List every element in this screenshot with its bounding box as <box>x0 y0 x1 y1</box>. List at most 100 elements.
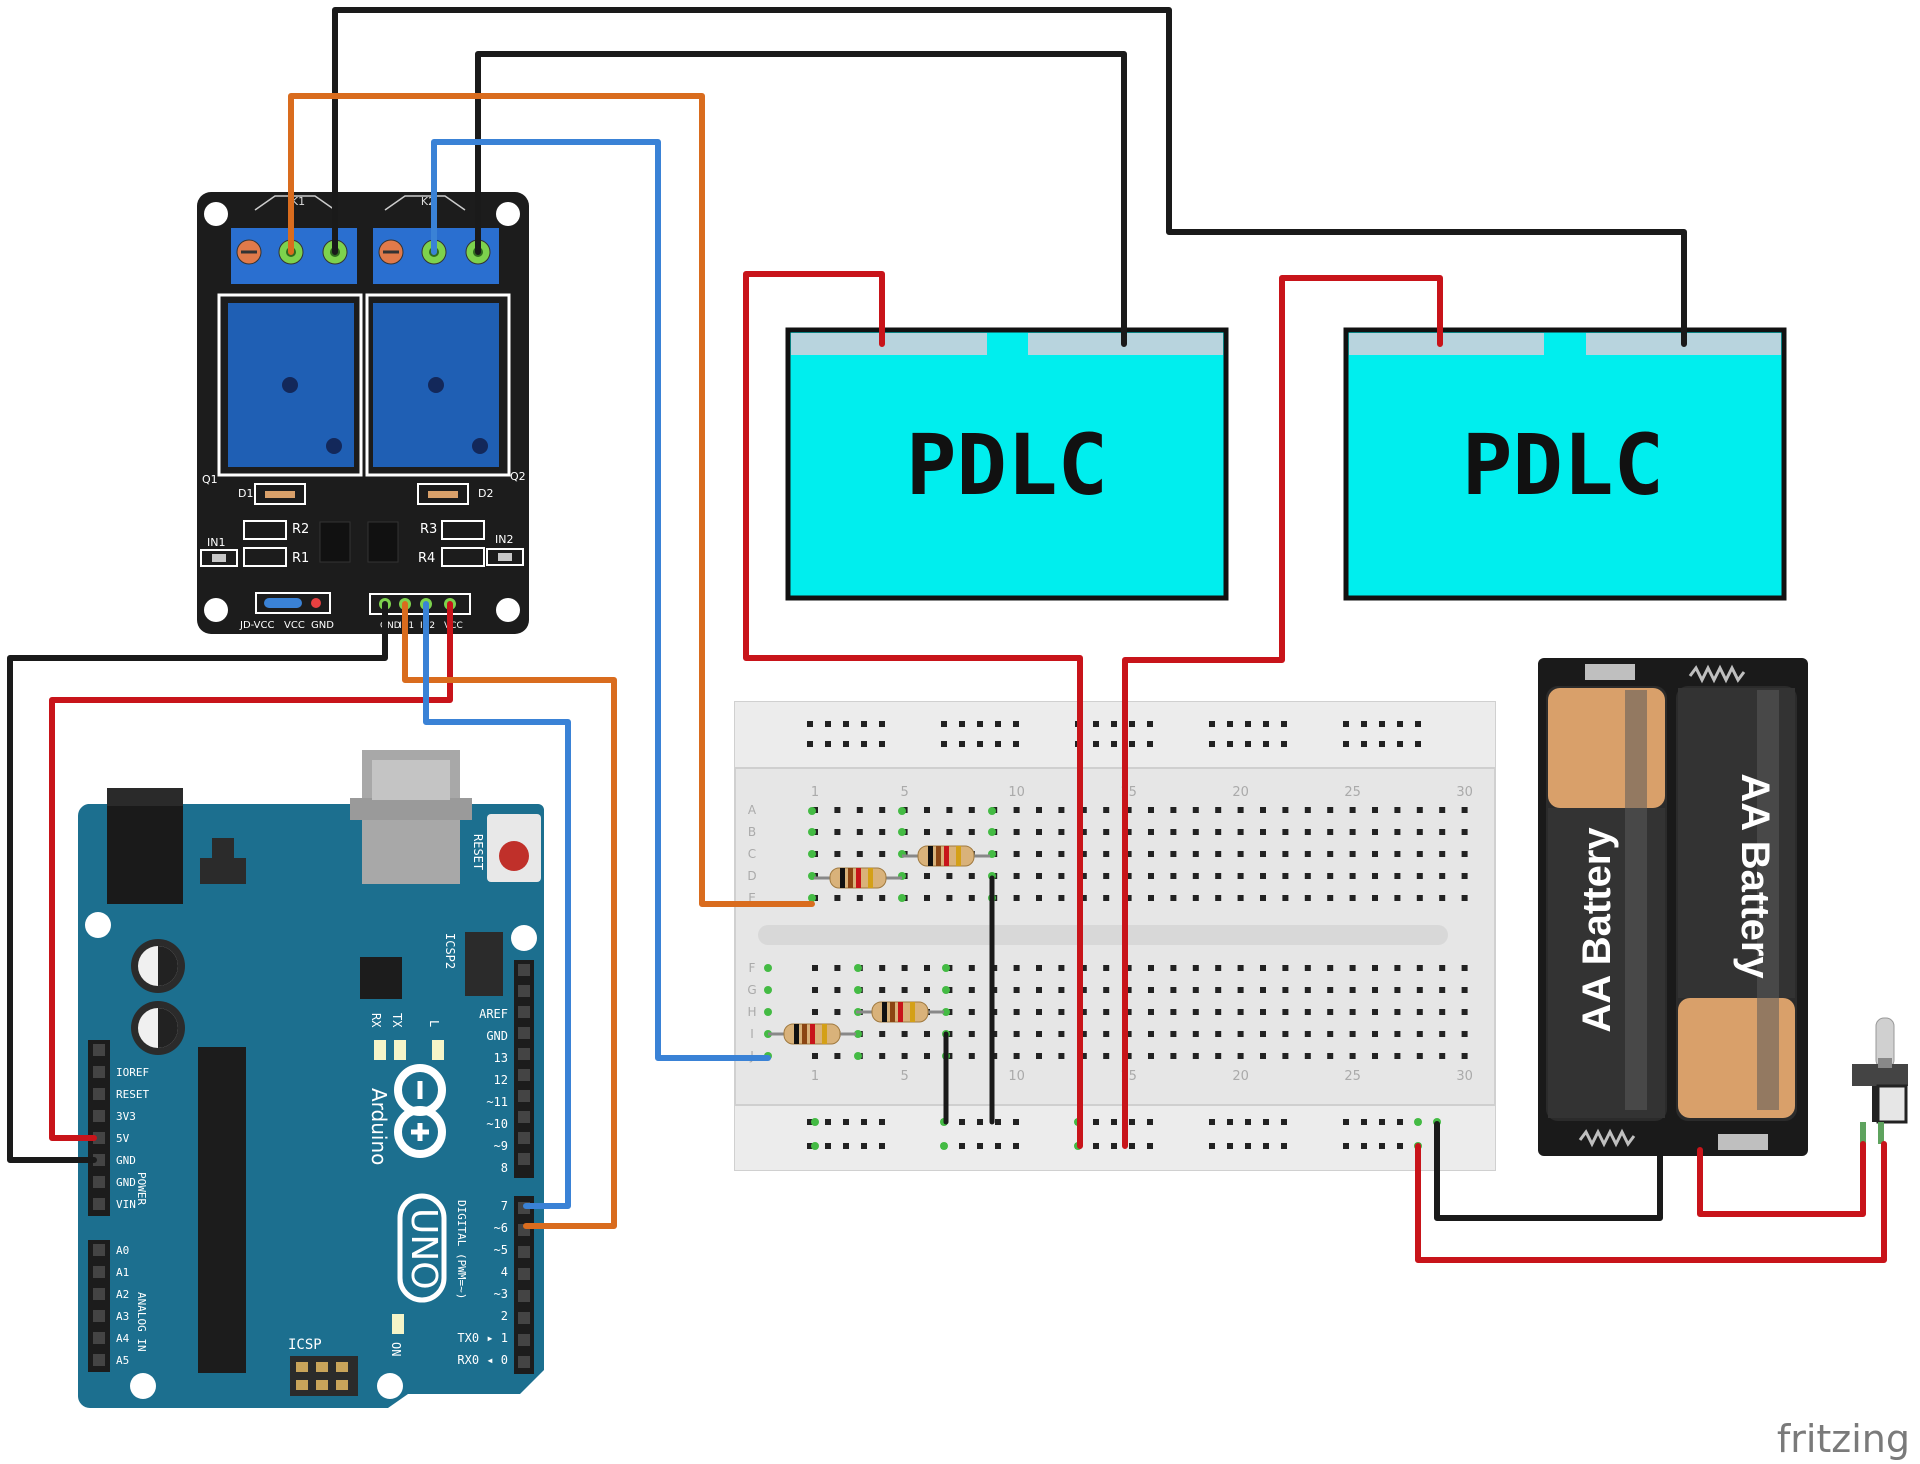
breadboard-hole <box>879 851 886 857</box>
digital-pin-label: RX0 ◂ 0 <box>457 1353 508 1367</box>
breadboard-hole <box>968 829 975 835</box>
breadboard-hole <box>856 851 863 857</box>
toggle-switch[interactable] <box>1852 1017 1908 1144</box>
arduino-uno: RESET ICSP2 TX RX L Arduino UNO ON ICSP <box>77 750 544 1408</box>
breadboard-hole <box>968 965 975 971</box>
breadboard-hole <box>1013 829 1020 835</box>
connected-hole <box>942 1008 950 1016</box>
breadboard-hole <box>1192 873 1199 879</box>
power-rail-hole <box>1209 721 1215 727</box>
breadboard-hole <box>1170 895 1177 901</box>
breadboard-hole <box>1327 807 1334 813</box>
digital-pin-label: 2 <box>501 1309 508 1323</box>
breadboard-hole <box>1260 987 1266 993</box>
breadboard-hole <box>1282 807 1289 813</box>
header-pin <box>518 1290 530 1302</box>
breadboard-hole <box>1058 1031 1065 1037</box>
power-rail-hole <box>1281 721 1287 727</box>
power-rail-hole <box>1245 1119 1251 1125</box>
breadboard-hole <box>1327 895 1334 901</box>
breadboard-hole <box>1125 987 1132 993</box>
power-rail-hole <box>977 741 983 747</box>
breadboard-hole <box>1013 895 1020 901</box>
breadboard-hole <box>1461 807 1468 813</box>
breadboard-hole <box>1036 807 1042 813</box>
breadboard-hole <box>1304 873 1311 879</box>
power-rail-hole <box>977 1143 983 1149</box>
power-rail-hole <box>807 1143 813 1149</box>
resistor <box>768 1023 856 1045</box>
row-letter: C <box>748 847 756 861</box>
connected-hole <box>988 807 996 815</box>
breadboard-hole <box>1260 1031 1266 1037</box>
breadboard-hole <box>1192 895 1199 901</box>
breadboard-hole <box>856 895 863 901</box>
breadboard-hole <box>1215 829 1222 835</box>
digital-pin-label: ~11 <box>486 1095 508 1109</box>
digital-pin-label: 4 <box>501 1265 508 1279</box>
breadboard-hole <box>1148 873 1154 879</box>
power-rail-hole <box>1227 741 1233 747</box>
resistor-band <box>822 1024 827 1044</box>
breadboard-hole <box>1215 965 1222 971</box>
connected-hole <box>764 964 772 972</box>
breadboard-hole <box>968 1053 975 1059</box>
breadboard-hole <box>1080 807 1087 813</box>
breadboard-hole <box>1125 873 1132 879</box>
row-letter: H <box>747 1005 756 1019</box>
power-rail-hole <box>1361 1119 1367 1125</box>
breadboard-hole <box>1058 807 1065 813</box>
breadboard-hole <box>1013 987 1020 993</box>
breadboard-hole <box>1439 965 1446 971</box>
power-rail-hole <box>807 741 813 747</box>
connected-hole <box>854 1052 862 1060</box>
breadboard-hole <box>1327 851 1334 857</box>
power-rail-hole <box>879 721 885 727</box>
power-rail-hole <box>1379 741 1385 747</box>
pdlc-panel-1-label: PDLC <box>906 416 1108 514</box>
breadboard-hole <box>1237 807 1244 813</box>
breadboard-hole <box>1372 987 1378 993</box>
breadboard-hole <box>1416 873 1423 879</box>
breadboard-hole <box>1036 829 1042 835</box>
breadboard-hole <box>856 807 863 813</box>
resistor-band <box>944 846 949 866</box>
column-number: 30 <box>1456 785 1473 800</box>
resistor-band <box>936 846 941 866</box>
label-jd-vcc: JD-VCC <box>239 620 274 631</box>
breadboard-hole <box>879 895 886 901</box>
breadboard-hole <box>834 987 841 993</box>
resistor <box>856 1001 944 1023</box>
breadboard-holes <box>764 721 1468 1150</box>
breadboard-hole <box>1013 851 1020 857</box>
connected-hole <box>808 828 816 836</box>
breadboard-hole <box>946 895 953 901</box>
wire <box>288 93 815 907</box>
header-pin <box>93 1244 105 1256</box>
resistor-band <box>898 1002 903 1022</box>
digital-pin-label: ~5 <box>494 1243 508 1257</box>
l-label: L <box>427 1020 441 1027</box>
breadboard-hole <box>968 1009 975 1015</box>
power-rail-hole <box>1263 741 1269 747</box>
breadboard-hole <box>1125 965 1132 971</box>
header-pin <box>93 1066 105 1078</box>
power-rail-hole <box>1111 1119 1117 1125</box>
header-pin <box>518 1312 530 1324</box>
breadboard-hole <box>1192 987 1199 993</box>
power-rail-hole <box>995 1143 1001 1149</box>
header-pin <box>518 1069 530 1081</box>
pin-gnd-label: GND <box>380 621 401 631</box>
breadboard-hole <box>1260 965 1266 971</box>
breadboard-hole <box>1349 807 1356 813</box>
label-q1: Q1 <box>202 473 218 486</box>
power-rail-hole <box>1147 741 1153 747</box>
breadboard-hole <box>1439 1053 1446 1059</box>
power-rail-hole <box>959 741 965 747</box>
breadboard-hole <box>1461 851 1468 857</box>
breadboard-hole <box>1080 851 1087 857</box>
breadboard-hole <box>1103 851 1110 857</box>
atmega-chip <box>198 1047 246 1373</box>
breadboard-hole <box>879 987 886 993</box>
